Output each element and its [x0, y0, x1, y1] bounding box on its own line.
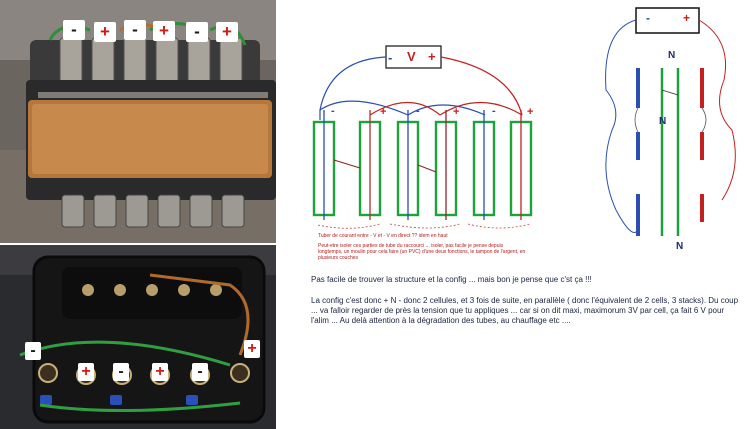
photo-electrolysis-cell-bottom: - + - + - + - + — [0, 245, 276, 429]
photo-top-label-3: - — [124, 20, 146, 40]
photo-top-label-2: + — [94, 22, 116, 42]
right-n-label-2: N — [659, 116, 667, 127]
tube-sign-5: - — [492, 105, 496, 117]
photo-top-label-4: + — [153, 21, 175, 41]
right-n-label-3: N — [676, 241, 684, 252]
explanation-line-1: Pas facile de trouver la structure et la… — [311, 275, 592, 284]
explanation-line-2: La config c'est donc + N - donc 2 cellul… — [311, 296, 739, 325]
tube-sign-2: + — [380, 106, 387, 118]
diagram-note-1: Tuber de courant entre - V et - V en dir… — [318, 233, 448, 239]
photo-top-label-5: - — [186, 22, 208, 42]
right-meter-plus: + — [683, 11, 691, 25]
diagram-note-2: Peut-etre isoler ces parties de tube du … — [318, 243, 526, 261]
photo-bottom-drawing — [0, 245, 276, 429]
photo-bottom-label-6: + — [244, 340, 260, 358]
voltmeter-minus-label: - — [388, 50, 393, 65]
explanation-text: Pas facile de trouver la structure et la… — [311, 275, 741, 337]
wiring-diagram-left — [312, 45, 533, 229]
right-meter-minus: - — [646, 11, 650, 25]
photo-top-label-6: + — [216, 22, 238, 42]
photo-electrolysis-cell-top: - + - + - + — [0, 0, 276, 243]
voltmeter-v-label: V — [407, 49, 416, 64]
tube-sign-6: + — [527, 106, 534, 118]
tube-sign-4: + — [453, 106, 460, 118]
photo-bottom-label-1: - — [25, 342, 41, 360]
tube-sign-3: - — [416, 105, 420, 117]
tube-sign-1: - — [331, 105, 335, 117]
voltmeter-plus-label: + — [428, 49, 436, 64]
equivalent-circuit-right — [605, 7, 736, 236]
photo-bottom-label-4: + — [152, 363, 168, 381]
photo-bottom-label-2: + — [78, 363, 94, 381]
photo-bottom-label-3: - — [113, 363, 129, 381]
right-n-label-1: N — [668, 50, 676, 61]
photo-top-label-1: - — [63, 20, 85, 40]
photo-bottom-label-5: - — [192, 363, 208, 381]
